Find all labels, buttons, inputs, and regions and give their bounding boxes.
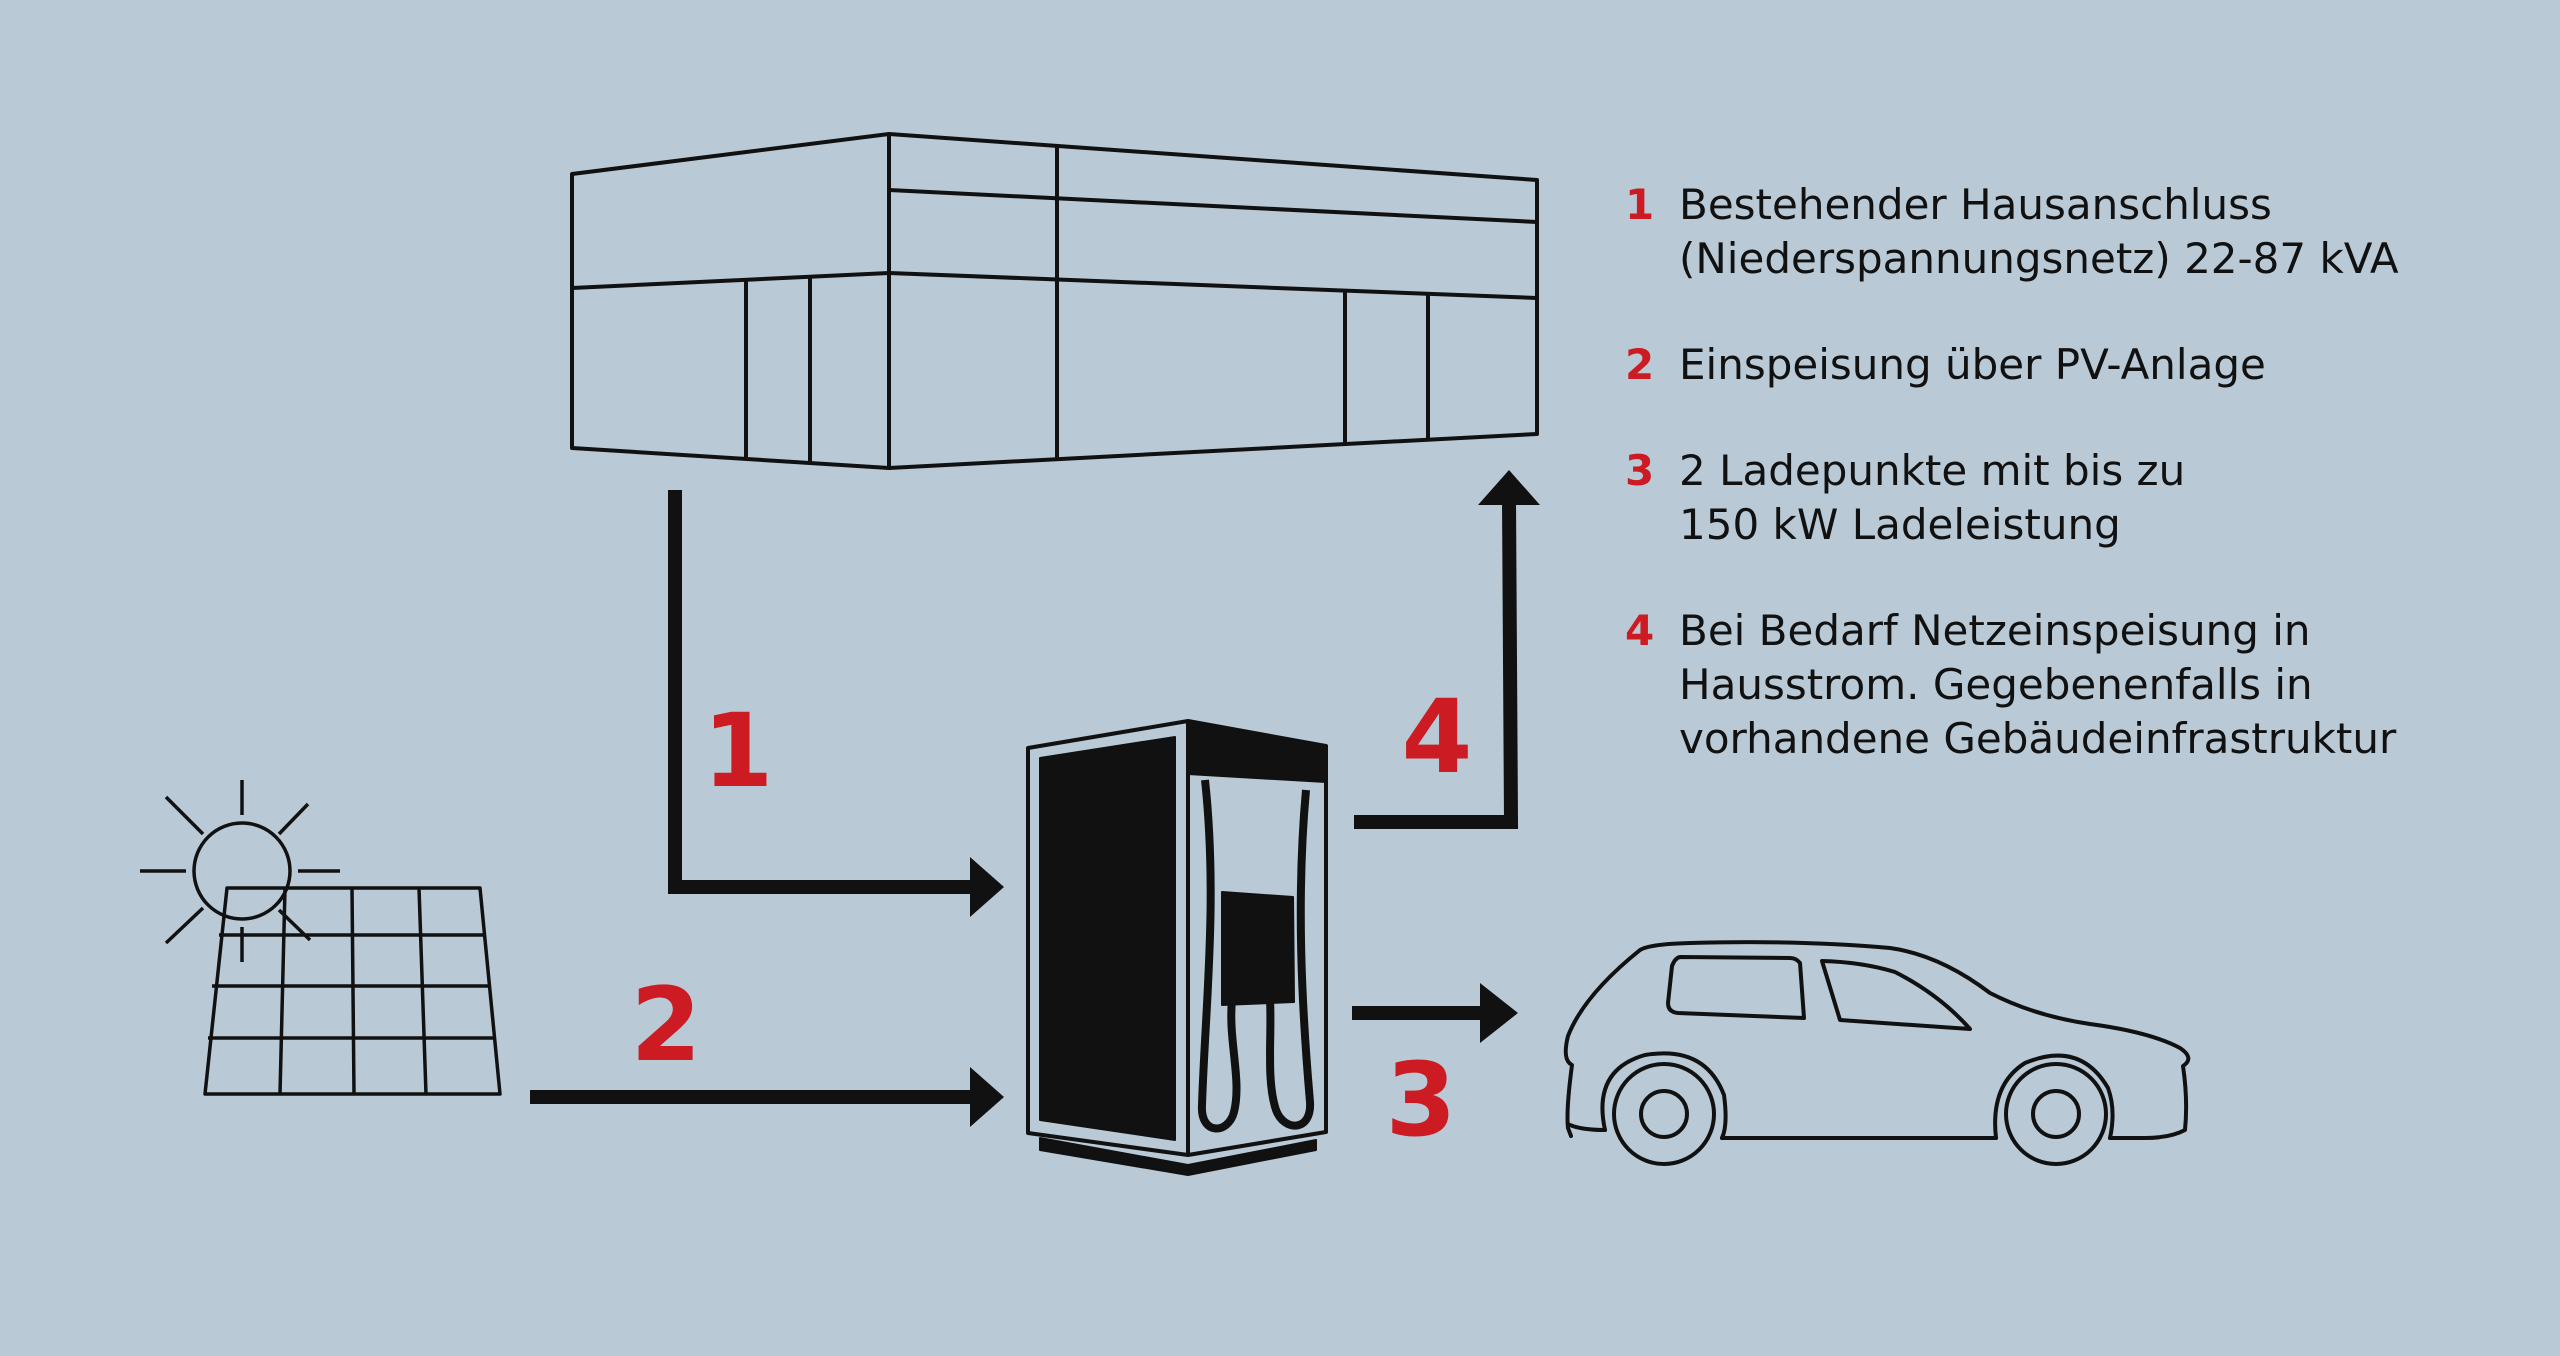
building-icon (570, 132, 1539, 470)
arrow-2-icon (530, 1067, 1004, 1127)
legend-line: (Niederspannungsnetz) 22-87 kVA (1679, 234, 2399, 283)
arrow-3-icon (1352, 983, 1518, 1043)
legend-item-1: 1 Bestehender Hausanschluss (Niederspann… (1625, 178, 2525, 286)
legend-number: 3 (1625, 446, 1655, 495)
legend-number: 2 (1625, 340, 1655, 389)
legend-number: 1 (1625, 180, 1655, 229)
legend-line: 150 kW Ladeleistung (1679, 500, 2121, 549)
legend-item-2: 2 Einspeisung über PV-Anlage (1625, 338, 2525, 392)
legend-text: Bestehender Hausanschluss (Niederspannun… (1679, 178, 2399, 286)
legend-item-3: 3 2 Ladepunkte mit bis zu 150 kW Ladelei… (1625, 444, 2525, 552)
arrow-1-icon (668, 490, 1004, 917)
legend-text: Bei Bedarf Netzeinspeisung in Hausstrom.… (1679, 604, 2396, 766)
legend-line: Bei Bedarf Netzeinspeisung in (1679, 606, 2311, 655)
legend-line: Einspeisung über PV-Anlage (1679, 340, 2266, 389)
solar-panel-icon (203, 886, 502, 1096)
legend-line: 2 Ladepunkte mit bis zu (1679, 446, 2186, 495)
step-number-4: 4 (1402, 678, 1473, 797)
step-number-2: 2 (631, 966, 702, 1085)
legend: 1 Bestehender Hausanschluss (Niederspann… (1625, 178, 2525, 818)
legend-item-4: 4 Bei Bedarf Netzeinspeisung in Hausstro… (1625, 604, 2525, 766)
legend-number: 4 (1625, 606, 1655, 655)
legend-text: 2 Ladepunkte mit bis zu 150 kW Ladeleist… (1679, 444, 2185, 552)
charging-station-icon (1026, 719, 1328, 1176)
car-icon (1563, 940, 2191, 1166)
legend-line: Hausstrom. Gegebenenfalls in (1679, 660, 2313, 709)
legend-line: Bestehender Hausanschluss (1679, 180, 2272, 229)
legend-line: vorhandene Gebäudeinfrastruktur (1679, 714, 2397, 763)
legend-text: Einspeisung über PV-Anlage (1679, 338, 2266, 392)
step-number-1: 1 (703, 692, 774, 811)
arrow-4-icon (1354, 470, 1540, 829)
step-number-3: 3 (1386, 1041, 1457, 1160)
sun-icon (140, 780, 340, 962)
